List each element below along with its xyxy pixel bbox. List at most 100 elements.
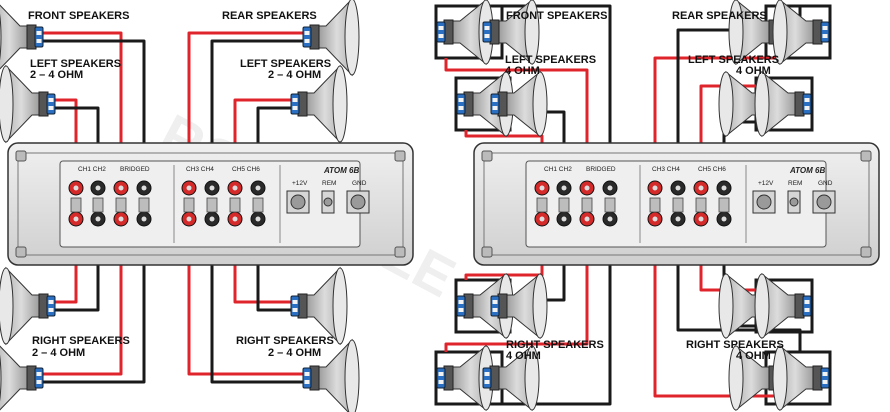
speaker-terminal [436,21,446,43]
speaker-pair-rear-right-b [754,272,812,340]
terminal-screw [141,216,147,222]
mount-tab [481,246,493,258]
speaker-terminal [34,367,44,389]
mount-tab [860,246,872,258]
terminal-minus [438,34,444,38]
speaker-left-mid [0,64,56,144]
speaker-rim [332,65,348,143]
terminal-screw [73,185,79,191]
speaker-pair-left-b [490,70,548,138]
rear-right-speakers-label: RIGHT SPEAKERS [236,335,334,347]
speaker-rear-top-right [302,0,360,77]
rear-right-speakers-label-4ohm: RIGHT SPEAKERS [686,339,784,351]
speaker-terminal [820,367,830,389]
wire-fl-neg [40,39,146,188]
terminal-post [206,197,218,213]
terminal-screw [232,185,238,191]
speaker-rim [332,267,348,345]
power-label-plus: +12V [292,180,308,187]
speaker-rim [718,71,734,137]
power-screw [756,194,772,210]
terminal-screw [255,216,261,222]
terminal-screw [561,216,567,222]
speaker-terminal [820,21,830,43]
channel-label-12: CH1 CH2 [78,166,106,173]
terminal-minus [804,308,810,312]
speaker-pair-rear-bottom-b [772,344,830,412]
speaker-terminal [436,367,446,389]
terminal-plus [438,26,444,30]
bridged-label: BRIDGED [120,166,150,173]
terminal-post [70,197,82,213]
speaker-pair-right-b [490,272,548,340]
wire-fb-pos [444,219,589,352]
wire-fr-neg [40,225,146,384]
wire-rb4-neg [676,219,820,354]
terminal-screw [118,216,124,222]
terminal-screw [721,216,727,222]
terminal-screw [675,216,681,222]
terminal-screw [255,185,261,191]
terminal-minus [292,106,298,110]
rear-left-speakers-ohm-4ohm: 4 OHM [736,65,771,77]
terminal-screw [73,216,79,222]
right-speakers-ohm: 2 – 4 OHM [32,347,85,359]
terminal-screw [584,216,590,222]
speakers [0,0,830,412]
amp-model-label: ATOM 6B [323,166,359,175]
amp-inner-panel [17,152,404,256]
speaker-rim [0,13,2,61]
wire-ft-pos [444,58,589,188]
speaker-rim [718,273,734,339]
speaker-pair-front-top-b [482,0,540,66]
terminal-minus [36,380,42,384]
terminal-post [718,197,730,213]
terminal-minus [804,106,810,110]
speaker-rim [754,71,770,137]
rear-right-speakers-ohm: 2 – 4 OHM [268,347,321,359]
mount-tab [394,246,406,258]
terminal-post [672,197,684,213]
speaker-rear-bottom-right [302,338,360,412]
terminal-screw [118,185,124,191]
mount-tab [860,150,872,162]
rear-left-speakers-label-4ohm: LEFT SPEAKERS [688,54,779,66]
terminal-post [138,197,150,213]
wire-rb-neg [210,219,306,384]
terminal-post [695,197,707,213]
speaker-terminal [290,93,300,115]
speaker-pair-front-bottom-b [482,344,540,412]
power-screw [816,194,832,210]
left-speakers-label: LEFT SPEAKERS [30,58,121,70]
terminal-plus [36,31,42,35]
front-speakers-title: FRONT SPEAKERS [28,10,129,22]
bridged-label: BRIDGED [586,166,616,173]
terminal-plus [48,300,54,304]
speaker-rim [532,71,548,137]
terminal-minus [822,380,828,384]
channel-label-34: CH3 CH4 [652,166,680,173]
terminal-screw [698,216,704,222]
terminal-screw [584,185,590,191]
wire-rt-pos [187,31,306,188]
speaker-terminal [490,295,500,317]
right-speakers-label-4ohm: RIGHT SPEAKERS [506,339,604,351]
speaker-front-bottom-left [0,345,44,411]
terminal-screw [186,216,192,222]
speaker-rim [0,267,14,345]
terminal-plus [458,98,464,102]
terminal-minus [36,39,42,43]
terminal-post [252,197,264,213]
speaker-rear-left [290,64,348,144]
terminal-minus [822,34,828,38]
right-speakers-ohm-4ohm: 4 OHM [506,350,541,362]
left-speakers-ohm-4ohm: 4 OHM [505,65,540,77]
terminal-screw [209,185,215,191]
speaker-terminal [482,21,492,43]
wire-rt-neg [210,39,306,188]
terminal-plus [304,372,310,376]
terminal-screw [698,185,704,191]
terminal-minus [458,308,464,312]
